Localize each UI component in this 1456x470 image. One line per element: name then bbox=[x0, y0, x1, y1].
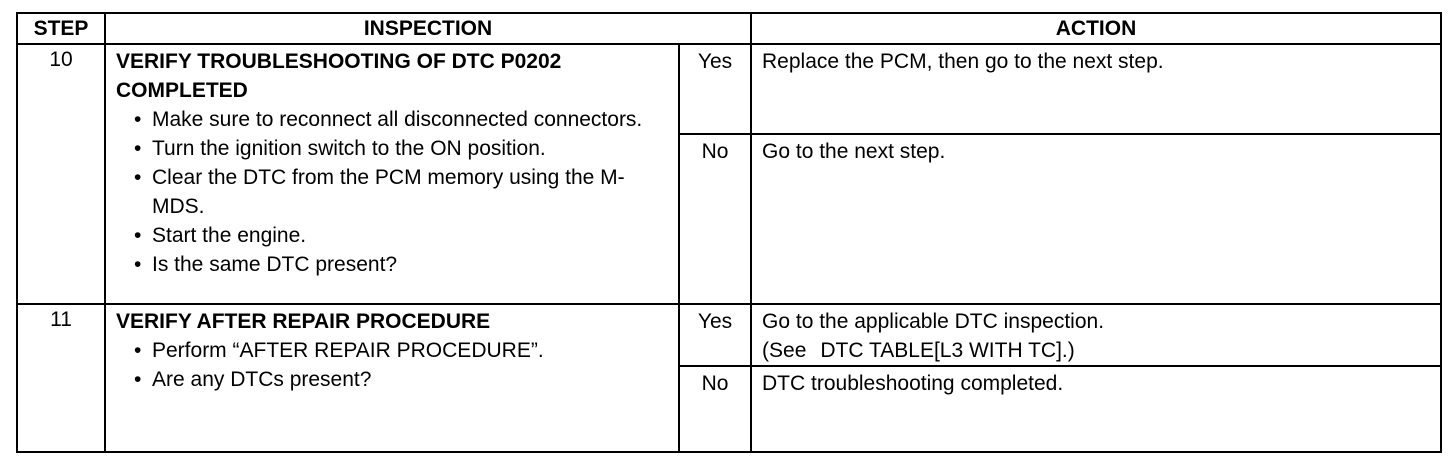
inspection-title: VERIFY AFTER REPAIR PROCEDURE bbox=[116, 310, 491, 333]
inspection-cell: VERIFY AFTER REPAIR PROCEDURE •Perform “… bbox=[104, 303, 680, 453]
list-item: •Perform “AFTER REPAIR PROCEDURE”. bbox=[134, 336, 672, 365]
answer-yes: Yes bbox=[677, 303, 753, 367]
list-item: •Is the same DTC present? bbox=[134, 250, 672, 279]
bullet-icon: • bbox=[134, 166, 142, 189]
table-header-row: STEP INSPECTION ACTION bbox=[16, 12, 1443, 45]
header-step: STEP bbox=[16, 12, 106, 45]
step-number: 11 bbox=[16, 303, 106, 453]
action-yes: Replace the PCM, then go to the next ste… bbox=[750, 43, 1443, 135]
list-item: •Turn the ignition switch to the ON posi… bbox=[134, 134, 672, 163]
action-no: DTC troubleshooting completed. bbox=[750, 365, 1443, 453]
header-action: ACTION bbox=[750, 12, 1443, 45]
action-yes: Go to the applicable DTC inspection. (Se… bbox=[750, 303, 1443, 367]
list-item: •Start the engine. bbox=[134, 221, 672, 250]
bullet-icon: • bbox=[134, 137, 142, 160]
dtc-troubleshooting-table: STEP INSPECTION ACTION 10 VERIFY TROUBLE… bbox=[16, 12, 1443, 453]
action-text: Go to the applicable DTC inspection. bbox=[762, 310, 1105, 333]
bullet-icon: • bbox=[134, 339, 142, 362]
table-row: 11 VERIFY AFTER REPAIR PROCEDURE •Perfor… bbox=[16, 303, 1443, 453]
action-no: Go to the next step. bbox=[750, 133, 1443, 305]
table-row: No Go to the next step. bbox=[17, 133, 1443, 305]
bullet-icon: • bbox=[134, 108, 142, 131]
answer-no: No bbox=[677, 133, 753, 305]
bullet-icon: • bbox=[134, 224, 142, 247]
step-number: 10 bbox=[16, 43, 106, 305]
inspection-bullet-list: •Make sure to reconnect all disconnected… bbox=[116, 105, 672, 279]
answer-no: No bbox=[677, 365, 753, 453]
header-inspection: INSPECTION bbox=[103, 12, 753, 45]
list-item: •Clear the DTC from the PCM memory using… bbox=[134, 163, 672, 221]
dtc-table-link[interactable]: DTC TABLE[L3 WITH TC] bbox=[820, 339, 1062, 362]
list-item: •Are any DTCs present? bbox=[134, 365, 672, 394]
table-row: No DTC troubleshooting completed. bbox=[17, 365, 1443, 453]
bullet-icon: • bbox=[134, 368, 142, 391]
list-item: •Make sure to reconnect all disconnected… bbox=[134, 105, 672, 134]
bullet-icon: • bbox=[134, 253, 142, 276]
inspection-bullet-list: •Perform “AFTER REPAIR PROCEDURE”. •Are … bbox=[116, 336, 672, 394]
answer-yes: Yes bbox=[677, 43, 753, 135]
